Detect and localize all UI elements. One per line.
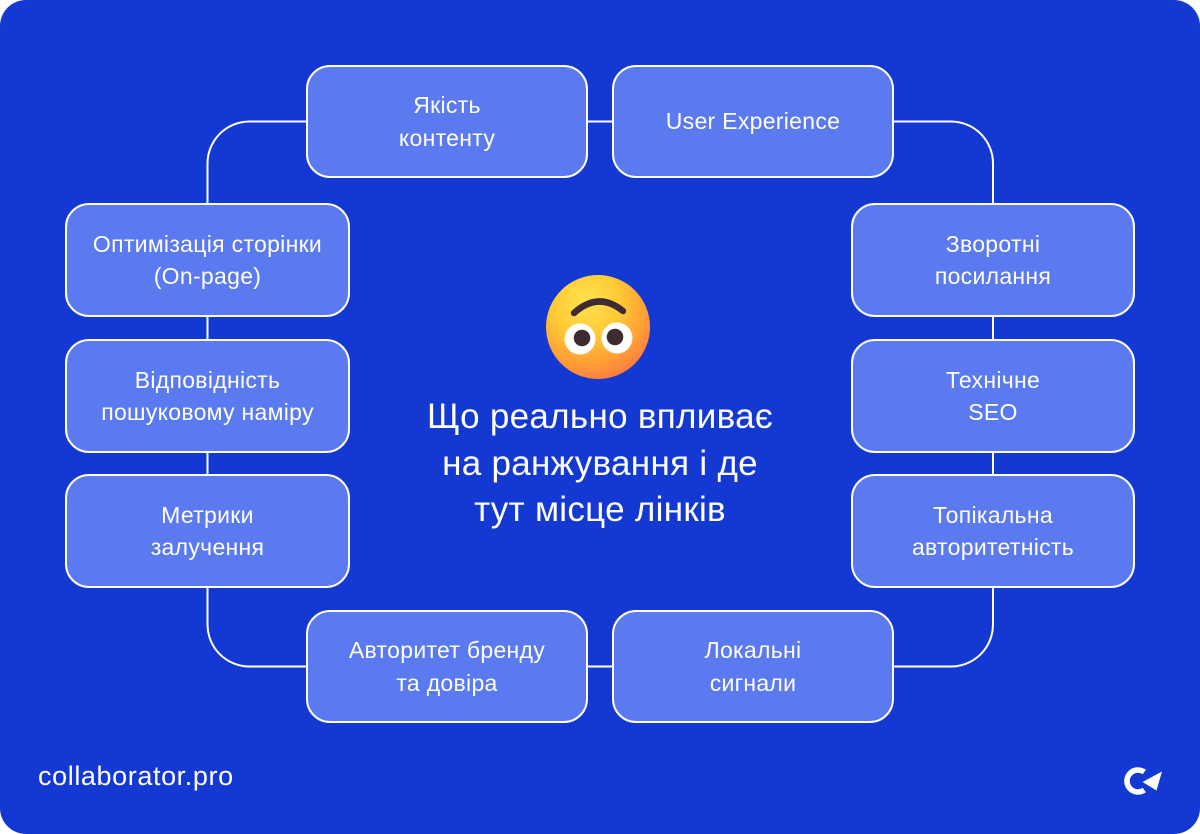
node-local-signals: Локальні сигнали [612, 610, 894, 723]
node-engagement-metrics: Метрики залучення [65, 474, 350, 588]
node-onpage-optimization: Оптимізація сторінки (On-page) [65, 203, 350, 317]
collaborator-logo-icon [1124, 767, 1162, 795]
node-user-experience: User Experience [612, 65, 894, 178]
node-brand-authority: Авторитет бренду та довіра [306, 610, 588, 723]
upside-down-face-emoji [546, 275, 650, 379]
central-title: Що реально впливає на ранжування і де ту… [426, 397, 774, 530]
node-content-quality: Якість контенту [306, 65, 588, 178]
node-topical-authority: Топікальна авторитетність [851, 474, 1135, 588]
node-search-intent: Відповідність пошуковому наміру [65, 339, 350, 453]
site-name: collaborator.pro [38, 761, 234, 791]
node-technical-seo: Технічне SEO [851, 339, 1135, 453]
node-backlinks: Зворотні посилання [851, 203, 1135, 317]
